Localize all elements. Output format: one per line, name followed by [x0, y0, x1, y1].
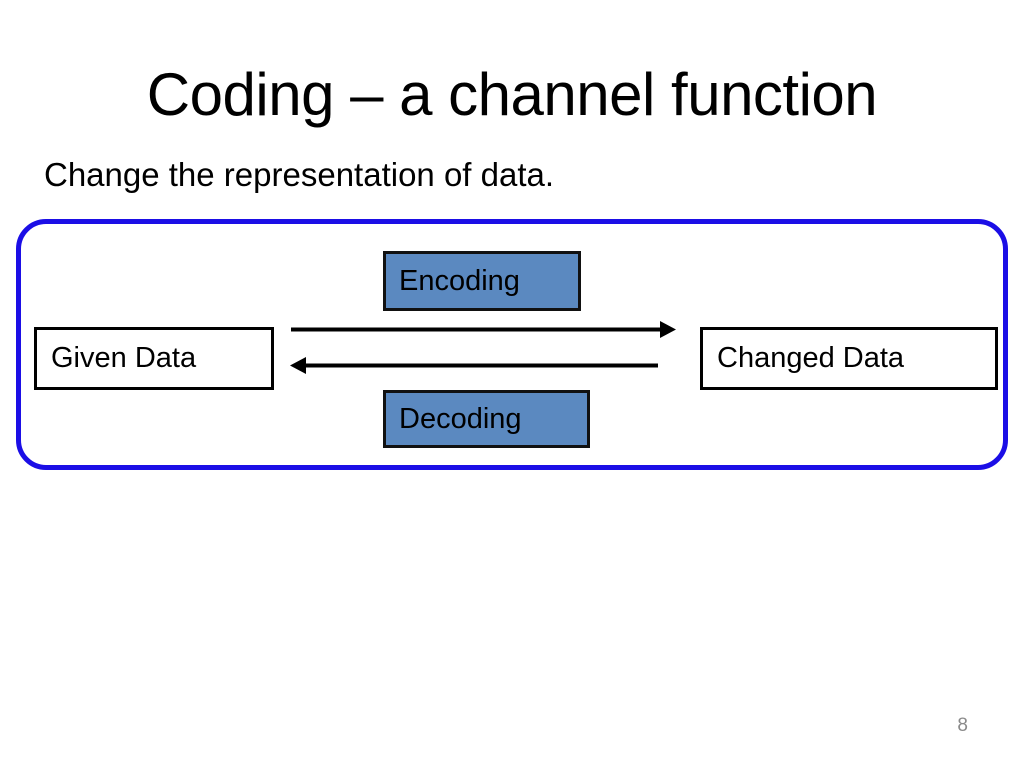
diagram-node-decoding-label: Decoding: [399, 402, 522, 435]
diagram-frame: [16, 219, 1008, 470]
diagram-node-changed-data: Changed Data: [700, 327, 998, 390]
diagram-node-encoding-label: Encoding: [399, 264, 520, 297]
diagram-node-given-data: Given Data: [34, 327, 274, 390]
diagram-node-changed-data-label: Changed Data: [717, 342, 905, 374]
diagram-node-encoding: Encoding: [383, 251, 581, 311]
page-number: 8: [957, 715, 968, 736]
slide-subtitle: Change the representation of data.: [44, 156, 555, 193]
diagram-node-decoding: Decoding: [383, 390, 590, 448]
page-title: Coding – a channel function: [146, 61, 878, 128]
diagram-node-given-data-label: Given Data: [51, 342, 197, 374]
